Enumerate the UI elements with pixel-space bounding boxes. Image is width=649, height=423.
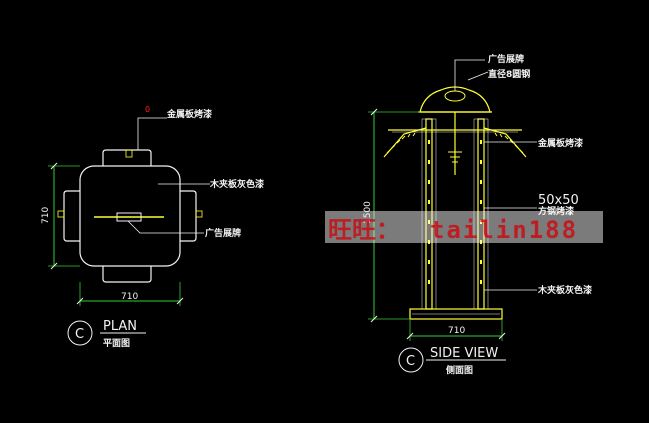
plan-mark-top <box>125 149 133 158</box>
side-hanger-head <box>448 151 462 163</box>
side-label-tube-desc: 方钢烤漆 <box>538 205 574 217</box>
plan-dim-width: 710 <box>121 292 138 302</box>
side-top-sign <box>419 86 491 113</box>
plan-view: 0 金属板烤漆 木夹板灰色漆 广告展牌 710 710 C PLAN 平面图 <box>41 105 264 349</box>
plan-subtitle: 平面图 <box>103 338 130 349</box>
plan-mark-left <box>57 210 65 218</box>
watermark-band <box>325 211 603 243</box>
watermark-brand: 旺旺： <box>328 216 400 244</box>
side-dim-h-tick2 <box>498 332 506 340</box>
side-label-wood: 木夹板灰色漆 <box>537 284 592 296</box>
plan-label-metal: 金属板烤漆 <box>166 108 212 120</box>
plan-display-box <box>116 212 142 222</box>
plan-dim-h-tick1 <box>76 297 84 305</box>
side-section-marker <box>398 347 424 373</box>
side-leader-steel <box>467 71 489 81</box>
watermark: 旺旺： tailin188 <box>325 211 603 244</box>
plan-label-wood: 木夹板灰色漆 <box>209 178 264 190</box>
plan-marker-letter: C <box>75 327 84 342</box>
side-subtitle: 侧面图 <box>446 364 473 376</box>
plan-body <box>79 165 181 267</box>
side-dim-v-tick1 <box>370 108 378 116</box>
side-dim-h-tick1 <box>406 332 414 340</box>
side-base <box>409 308 503 320</box>
side-marker-letter: C <box>406 354 415 369</box>
side-top-oval <box>444 90 466 102</box>
side-label-steel: 直径8圆钢 <box>488 68 530 80</box>
side-arm-teeth-right <box>494 132 524 154</box>
plan-label-ad: 广告展牌 <box>205 227 241 239</box>
plan-tab-top <box>102 149 152 166</box>
side-dim-width: 710 <box>448 326 465 336</box>
side-leader-ad <box>454 59 485 91</box>
plan-dim-height: 710 <box>41 207 51 224</box>
side-label-tube-size: 50x50 <box>538 193 579 208</box>
plan-tab-left <box>63 190 80 242</box>
plan-dim-v-tick2 <box>50 262 58 270</box>
plan-mark-right <box>195 210 203 218</box>
side-dim-height: 1500 <box>363 201 373 224</box>
side-arm-teeth-left <box>386 132 416 154</box>
plan-title: PLAN <box>103 319 137 334</box>
plan-tab-right <box>180 190 197 242</box>
side-title: SIDE VIEW <box>430 346 498 361</box>
side-label-metal: 金属板烤漆 <box>537 137 583 149</box>
side-post-holes <box>428 140 482 284</box>
plan-dim-v-tick1 <box>50 162 58 170</box>
side-arm-right <box>483 127 527 158</box>
plan-dim-h-tick2 <box>176 297 184 305</box>
plan-tab-bottom <box>102 266 152 283</box>
watermark-user: tailin188 <box>430 216 578 244</box>
side-view: 广告展牌 直径8圆钢 金属板烤漆 50x50 方钢烤漆 木夹板灰色漆 1500 … <box>363 53 592 376</box>
plan-small-tag: 0 <box>145 105 150 114</box>
side-label-ad: 广告展牌 <box>488 53 524 65</box>
plan-section-marker <box>67 320 93 346</box>
side-dim-v-tick2 <box>370 315 378 323</box>
plan-leader-ad <box>127 220 204 234</box>
plan-leader-metal <box>137 117 167 150</box>
side-arm-left <box>383 127 427 158</box>
